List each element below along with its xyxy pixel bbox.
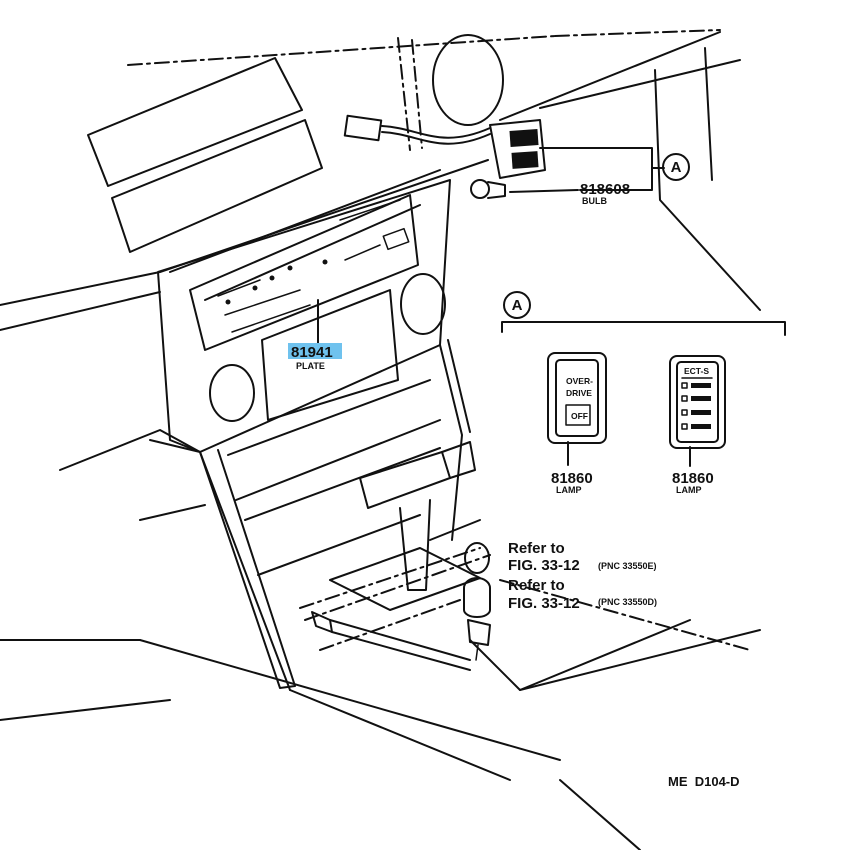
lamp-left-part-name: LAMP: [556, 485, 582, 495]
overdrive-lamp-detail: [547, 352, 607, 466]
ect-header-text: ECT-S: [684, 366, 709, 376]
ref2-line1: Refer to: [508, 577, 565, 594]
ref1-line1: Refer to: [508, 540, 565, 557]
overdrive-off-button: OFF: [571, 411, 588, 421]
ref-a-label: A: [671, 159, 682, 176]
lamp-right-part-number: 81860: [672, 470, 714, 487]
lamp-right-part-name: LAMP: [676, 485, 702, 495]
plate-highlight: [288, 343, 342, 359]
detail-a-circle: [503, 291, 531, 319]
bulb-part-number: 818608: [580, 181, 630, 198]
overdrive-text-line1: OVER-: [566, 376, 593, 386]
ref1-pnc: (PNC 33550E): [598, 561, 657, 571]
bulb-part-name: BULB: [582, 196, 607, 206]
plate-part-number: 81941: [291, 344, 333, 361]
overdrive-text-line2: DRIVE: [566, 388, 592, 398]
diagram-code: ME D104-D: [668, 774, 740, 789]
lamp-left-part-number: 81860: [551, 470, 593, 487]
ect-lamp-detail: [669, 355, 726, 467]
dashboard-line-art: [0, 29, 761, 850]
ref1-line2: FIG. 33-12: [508, 557, 580, 574]
ref-a-circle: [662, 153, 690, 181]
ref2-line2: FIG. 33-12: [508, 595, 580, 612]
plate-part-name: PLATE: [296, 361, 325, 371]
ref2-pnc: (PNC 33550D): [598, 597, 657, 607]
detail-a-label: A: [512, 297, 523, 314]
